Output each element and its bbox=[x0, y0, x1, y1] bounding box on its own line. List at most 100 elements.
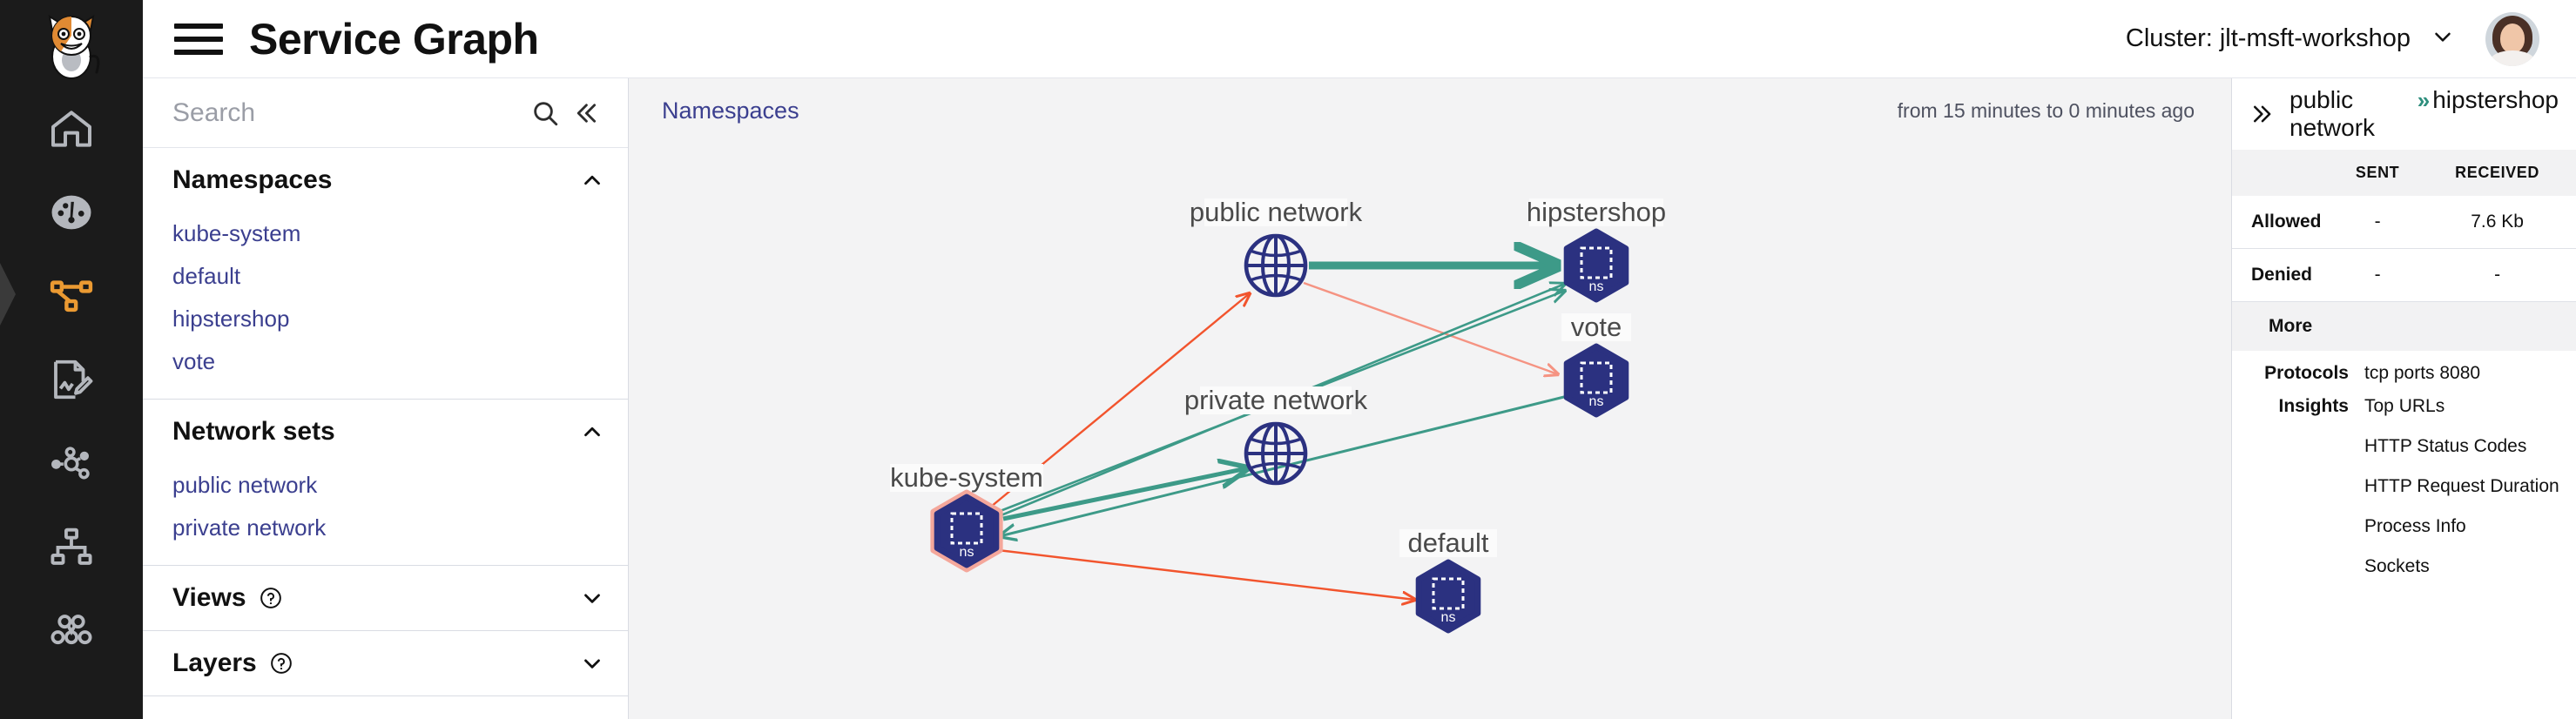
filter-item-public-network[interactable]: public network bbox=[172, 472, 318, 498]
graph-node-sublabel: ns bbox=[1589, 279, 1604, 294]
search-input[interactable] bbox=[172, 97, 525, 128]
double-chevron-right-icon[interactable] bbox=[2249, 101, 2276, 127]
cluster-nodes-icon bbox=[48, 607, 95, 654]
globe-icon bbox=[1244, 233, 1308, 298]
filter-item-vote[interactable]: vote bbox=[172, 348, 216, 374]
protocols-label: Protocols bbox=[2264, 363, 2349, 383]
graph-node-public-network[interactable]: public network bbox=[1190, 197, 1363, 298]
search-row bbox=[143, 78, 628, 148]
nav-item-home[interactable] bbox=[0, 87, 143, 171]
chevron-up-icon[interactable] bbox=[579, 419, 605, 445]
filter-item-private-network[interactable]: private network bbox=[172, 514, 327, 541]
filter-group-views-header[interactable]: Views bbox=[143, 566, 628, 630]
nav-item-org-chart[interactable] bbox=[0, 505, 143, 588]
filter-group-namespaces: Namespaces kube-system default hipstersh… bbox=[143, 148, 628, 400]
protocols-value: tcp ports 8080 bbox=[2364, 363, 2481, 383]
insight-http-status-codes[interactable]: HTTP Status Codes bbox=[2364, 436, 2527, 456]
filter-group-network-sets: Network sets public network private netw… bbox=[143, 400, 628, 566]
insights-list: Top URLs HTTP Status Codes HTTP Request … bbox=[2364, 396, 2559, 596]
filter-item-hipstershop[interactable]: hipstershop bbox=[172, 306, 290, 332]
graph-node-label: kube-system bbox=[890, 462, 1043, 493]
table-row: Denied - - bbox=[2232, 248, 2576, 302]
service-graph-canvas-area: Namespaces from 15 minutes to 0 minutes … bbox=[629, 78, 2231, 719]
traffic-table-body: Allowed - 7.6 Kb Denied - - bbox=[2232, 196, 2576, 302]
header-right-group: Cluster: jlt-msft-workshop bbox=[2125, 11, 2539, 66]
chevron-down-icon[interactable] bbox=[2430, 24, 2456, 54]
details-title-source: public network bbox=[2289, 86, 2376, 141]
filter-item-kube-system[interactable]: kube-system bbox=[172, 220, 301, 246]
graph-svg[interactable]: public network hipstershop bbox=[629, 78, 2231, 719]
insight-top-urls[interactable]: Top URLs bbox=[2364, 396, 2445, 416]
cell-allowed-sent: - bbox=[2337, 196, 2419, 249]
graph-node-private-network[interactable]: private network bbox=[1184, 385, 1368, 486]
search-icon[interactable] bbox=[525, 98, 565, 128]
table-row: Allowed - 7.6 Kb bbox=[2232, 196, 2576, 249]
table-header-row: SENT RECEIVED bbox=[2232, 150, 2576, 196]
filter-group-network-sets-items: public network private network bbox=[143, 464, 628, 565]
details-title: public network » hipstershop bbox=[2289, 86, 2559, 142]
edge-kube-system-to-private-network[interactable] bbox=[1002, 468, 1247, 521]
filter-group-title: Network sets bbox=[172, 417, 335, 446]
filter-item-default[interactable]: default bbox=[172, 263, 241, 289]
avatar[interactable] bbox=[2485, 11, 2539, 66]
nav-item-nodes[interactable] bbox=[0, 588, 143, 672]
chevron-down-icon[interactable] bbox=[579, 585, 605, 611]
more-section-header[interactable]: More bbox=[2232, 302, 2576, 351]
hamburger-icon[interactable] bbox=[174, 16, 223, 63]
edge-public-network-to-vote[interactable] bbox=[1303, 281, 1558, 374]
help-circle-icon[interactable] bbox=[259, 586, 283, 610]
network-nodes-icon bbox=[48, 440, 95, 487]
column-header-received: RECEIVED bbox=[2418, 150, 2576, 196]
filter-group-title: Namespaces bbox=[172, 165, 333, 194]
filter-group-namespaces-header[interactable]: Namespaces bbox=[143, 148, 628, 212]
breadcrumb[interactable]: Namespaces bbox=[662, 97, 799, 124]
service-graph-icon bbox=[47, 272, 96, 320]
chevron-up-icon[interactable] bbox=[579, 167, 605, 193]
graph-nodes: public network hipstershop bbox=[890, 197, 1666, 634]
graph-node-sublabel: ns bbox=[1441, 610, 1456, 625]
edge-vote-to-kube-system[interactable] bbox=[1000, 394, 1568, 536]
namespace-hexagon-icon: ns bbox=[1415, 559, 1481, 634]
row-label-denied: Denied bbox=[2232, 248, 2337, 302]
nav-item-service-graph[interactable] bbox=[0, 254, 143, 338]
nav-item-policies[interactable] bbox=[0, 338, 143, 421]
graph-node-label: default bbox=[1407, 527, 1488, 558]
graph-node-kube-system[interactable]: kube-system ns bbox=[890, 462, 1043, 573]
insight-http-request-duration[interactable]: HTTP Request Duration bbox=[2364, 476, 2559, 496]
calico-cat-logo[interactable] bbox=[0, 0, 143, 87]
graph-node-sublabel: ns bbox=[960, 545, 974, 560]
cluster-selector-label[interactable]: Cluster: jlt-msft-workshop bbox=[2125, 24, 2411, 52]
cell-allowed-received: 7.6 Kb bbox=[2418, 196, 2576, 249]
filter-group-namespaces-items: kube-system default hipstershop vote bbox=[143, 212, 628, 399]
filter-group-title: Layers bbox=[172, 648, 257, 677]
insight-sockets[interactable]: Sockets bbox=[2364, 556, 2430, 576]
insights-label: Insights bbox=[2278, 396, 2349, 416]
help-circle-icon[interactable] bbox=[269, 651, 293, 675]
primary-nav-rail bbox=[0, 0, 143, 719]
protocols-row: Protocols tcp ports 8080 bbox=[2232, 351, 2576, 384]
graph-node-label: public network bbox=[1190, 197, 1363, 227]
selection-ring bbox=[930, 489, 1003, 573]
filter-group-layers: Layers bbox=[143, 631, 628, 696]
row-label-allowed: Allowed bbox=[2232, 196, 2337, 249]
graph-node-default[interactable]: default ns bbox=[1399, 527, 1497, 634]
policy-edit-icon bbox=[48, 356, 95, 403]
filter-group-title: Views bbox=[172, 583, 246, 612]
nav-item-dashboard[interactable] bbox=[0, 171, 143, 254]
nav-item-network-topology[interactable] bbox=[0, 421, 143, 505]
graph-node-label: private network bbox=[1184, 385, 1368, 415]
graph-node-vote[interactable]: vote ns bbox=[1561, 312, 1631, 418]
filter-group-layers-header[interactable]: Layers bbox=[143, 631, 628, 695]
double-chevron-right-icon: » bbox=[2417, 87, 2431, 113]
edge-kube-system-to-default[interactable] bbox=[997, 548, 1415, 600]
chevron-down-icon[interactable] bbox=[579, 650, 605, 676]
insight-process-info[interactable]: Process Info bbox=[2364, 516, 2466, 536]
filter-sidebar: Namespaces kube-system default hipstersh… bbox=[143, 78, 629, 719]
page-title: Service Graph bbox=[249, 14, 539, 64]
graph-node-hipstershop[interactable]: hipstershop ns bbox=[1527, 197, 1666, 303]
traffic-table: SENT RECEIVED Allowed - 7.6 Kb Denied - … bbox=[2232, 150, 2576, 302]
double-chevron-left-icon[interactable] bbox=[565, 98, 605, 128]
namespace-hexagon-icon: ns bbox=[1563, 228, 1629, 303]
filter-group-network-sets-header[interactable]: Network sets bbox=[143, 400, 628, 464]
